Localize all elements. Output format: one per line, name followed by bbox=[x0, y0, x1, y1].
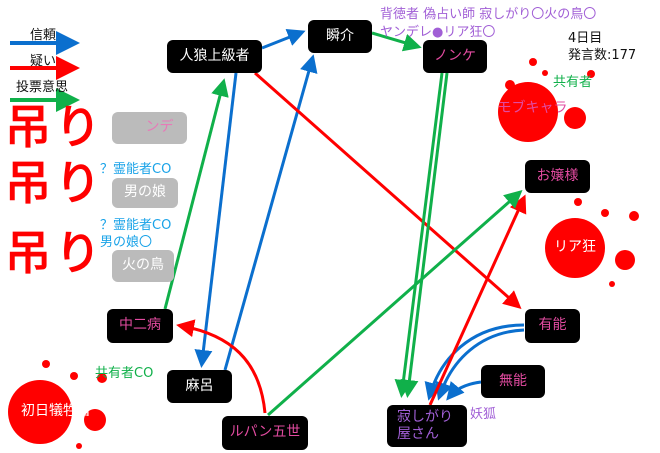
legend-doubt-label: 疑い bbox=[30, 54, 57, 69]
hang-mark: 吊り bbox=[5, 100, 105, 154]
node-shonichi[interactable]: 初日犠牲者 bbox=[21, 402, 91, 419]
node-shunsuke[interactable]: 瞬介 bbox=[308, 20, 372, 53]
edge-trust-yuunou-sabishi-2 bbox=[435, 328, 525, 401]
blood-splat-shonichi bbox=[8, 360, 107, 449]
node-hung-hinotori[interactable]: 火の鳥 bbox=[112, 250, 174, 282]
node-lupin[interactable]: ルパン五世 bbox=[222, 416, 308, 450]
edge-trust-munou-sabishi bbox=[446, 380, 482, 401]
blood-splat-riakyo bbox=[545, 198, 639, 287]
node-chuuni[interactable]: 中二病 bbox=[107, 309, 173, 343]
shared-co-annotation: 共有者CO bbox=[95, 366, 154, 381]
edge-vote-lupin-ojou bbox=[267, 190, 523, 417]
edge-trust-yuunou-sabishi bbox=[424, 323, 525, 401]
blood-splat-mob bbox=[498, 58, 595, 142]
node-sabishigari[interactable]: 寂しがり 屋さん bbox=[387, 405, 467, 447]
medium-co-1: ？霊能者CO bbox=[100, 162, 172, 177]
shared-annotation: 共有者 bbox=[553, 75, 593, 90]
edge-vote-nonke-sabishi bbox=[394, 72, 444, 398]
legend-vote-label: 投票意思 bbox=[16, 80, 69, 95]
fox-annotation: 妖狐 bbox=[470, 407, 497, 422]
node-munou[interactable]: 無能 bbox=[481, 365, 545, 398]
edge-doubt-sabishi-ojou bbox=[428, 194, 527, 406]
node-maro[interactable]: 麻呂 bbox=[167, 370, 232, 403]
roles-line-1: 背徳者 偽占い師 寂しがり〇火の鳥〇 bbox=[380, 7, 597, 22]
node-label: 火の鳥 bbox=[122, 257, 164, 274]
node-hung-yandere[interactable]: ンデ bbox=[112, 112, 187, 144]
node-ojou[interactable]: お嬢様 bbox=[525, 160, 590, 193]
legend-trust-label: 信頼 bbox=[30, 28, 57, 43]
edge-trust-maro-shunsuke bbox=[223, 54, 318, 371]
edge-vote-shunsuke-nonke bbox=[371, 31, 422, 52]
node-nonke[interactable]: ノンケ bbox=[423, 40, 487, 73]
node-label: 男の娘 bbox=[124, 184, 166, 201]
edge-doubt-lupin-chuuni bbox=[176, 319, 267, 414]
day-label: 4日目 bbox=[568, 31, 603, 46]
hang-mark: 吊り bbox=[5, 226, 105, 280]
node-riakyo[interactable]: リア狂 bbox=[554, 239, 596, 256]
edge-trust-jinro-shunsuke bbox=[261, 29, 306, 50]
edge-trust-jinro-maro bbox=[194, 72, 238, 368]
edge-vote-nonke-sabishi-2 bbox=[400, 72, 449, 398]
node-jinro[interactable]: 人狼上級者 bbox=[167, 40, 262, 73]
post-count: 発言数:177 bbox=[568, 48, 637, 63]
edge-vote-chuuni-jinro bbox=[163, 78, 229, 310]
medium-co-2: ？霊能者CO bbox=[100, 218, 172, 233]
node-mob[interactable]: モブキャラ bbox=[497, 100, 568, 117]
hang-mark: 吊り bbox=[5, 156, 105, 210]
node-label: 寂しがり bbox=[397, 408, 453, 425]
node-hung-otoko[interactable]: 男の娘 bbox=[112, 178, 178, 208]
node-label: 屋さん bbox=[397, 426, 439, 442]
otoko-annotation: 男の娘〇 bbox=[100, 235, 153, 250]
node-yuunou[interactable]: 有能 bbox=[525, 309, 580, 343]
roles-line-2: ヤンデレ●リア狂〇 bbox=[380, 25, 496, 40]
edge-doubt-jinro-yuunou bbox=[254, 71, 522, 309]
node-label: ンデ bbox=[145, 119, 174, 136]
